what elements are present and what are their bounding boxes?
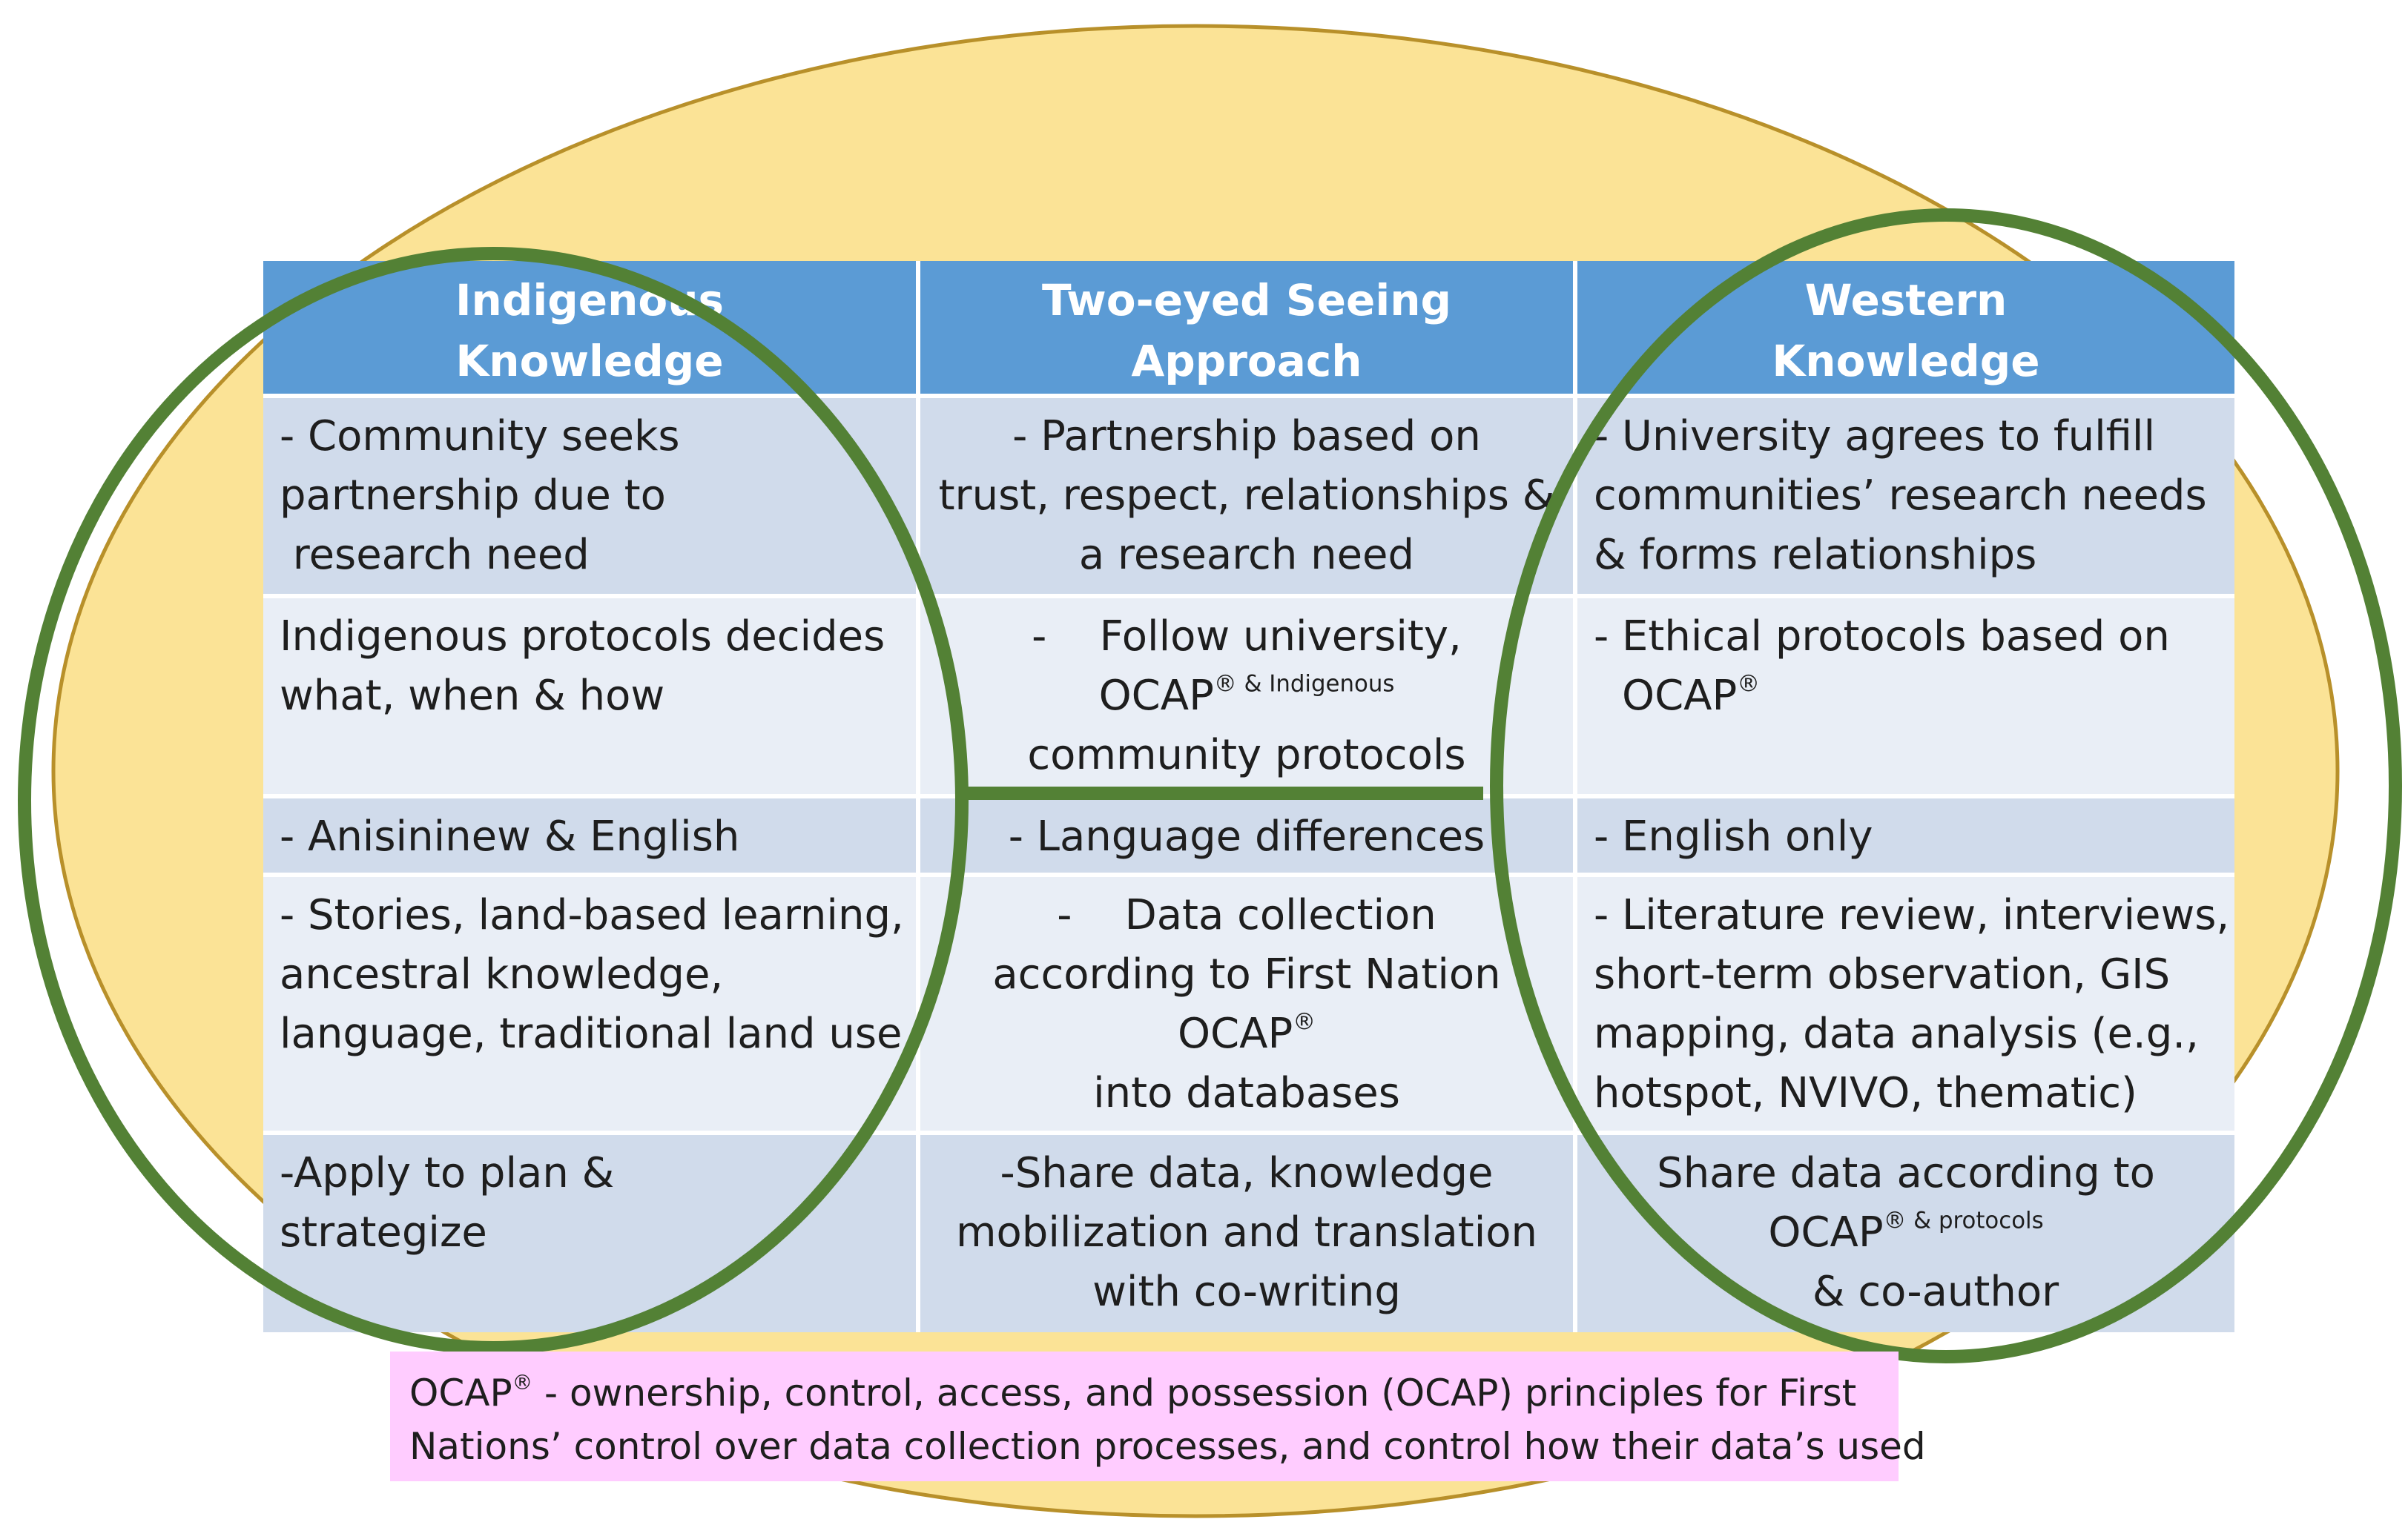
ocap-term: OCAP — [1768, 1208, 1884, 1257]
text-line: - Community seeks — [280, 412, 680, 460]
text-line: according to First Nation — [992, 950, 1501, 999]
registered-mark: ® — [1737, 670, 1761, 698]
text-line: research need — [280, 531, 590, 579]
row-5-indigenous: -Apply to plan & strategize — [263, 1135, 920, 1332]
text-line: trust, respect, relationships & — [938, 472, 1555, 520]
header-indigenous-line-2: Knowledge — [455, 336, 724, 386]
text-line: partnership due to — [280, 472, 666, 520]
footnote-text: - ownership, control, access, and posses… — [532, 1372, 1857, 1415]
text-line: - Data collection — [1057, 891, 1436, 939]
text-line: what, when & how — [280, 672, 665, 720]
text-line: language, traditional land use — [280, 1010, 903, 1058]
ocap-term: OCAP — [1622, 672, 1738, 720]
text-line: communities’ research needs — [1594, 472, 2207, 520]
footnote-line-2: Nations’ control over data collection pr… — [409, 1425, 1926, 1468]
row-4-indigenous: - Stories, land-based learning, ancestra… — [263, 877, 920, 1135]
row-1-indigenous: - Community seeks partnership due to res… — [263, 398, 920, 598]
row-3-two-eyed: - Language differences — [920, 798, 1577, 877]
row-2-two-eyed: - Follow university, OCAP® & Indigenous … — [920, 598, 1577, 798]
header-western-line-2: Knowledge — [1772, 336, 2040, 386]
text-line: ancestral knowledge, — [280, 950, 724, 999]
text-line: mapping, data analysis (e.g., — [1594, 1010, 2199, 1058]
header-indigenous-knowledge: Indigenous Knowledge — [263, 261, 920, 398]
header-indigenous-line-1: Indigenous — [455, 275, 725, 325]
header-two-eyed-seeing: Two-eyed Seeing Approach — [920, 261, 1577, 398]
row-2-indigenous: Indigenous protocols decides what, when … — [263, 598, 920, 798]
text-line: Indigenous protocols decides — [280, 612, 885, 661]
text-line: OCAP® & protocols — [1594, 1203, 2218, 1263]
text-line: short-term observation, GIS — [1594, 950, 2171, 999]
row-5-two-eyed: -Share data, knowledge mobilization and … — [920, 1135, 1577, 1332]
registered-mark: ® — [512, 1371, 533, 1395]
row-1-western: - University agrees to fulfill communiti… — [1577, 398, 2234, 598]
ocap-term: OCAP — [1098, 672, 1214, 720]
ocap-term: OCAP — [409, 1372, 512, 1415]
text-line: - Language differences — [1008, 813, 1485, 861]
header-two-eyed-line-1: Two-eyed Seeing — [1041, 275, 1452, 325]
row-1-two-eyed: - Partnership based on trust, respect, r… — [920, 398, 1577, 598]
comparison-table: Indigenous Knowledge Two-eyed Seeing App… — [263, 261, 2234, 1332]
text-line: - Follow university, — [1032, 612, 1462, 661]
header-western-line-1: Western — [1804, 275, 2008, 325]
text-line: Share data according to — [1657, 1149, 2155, 1197]
ocap-term: OCAP — [1177, 1010, 1293, 1058]
row-3-indigenous: - Anisininew & English — [263, 798, 920, 877]
text-line: - English only — [1594, 813, 1873, 861]
text-line: & forms relationships — [1594, 531, 2037, 579]
header-two-eyed-line-2: Approach — [1131, 336, 1362, 386]
text-line: mobilization and translation — [955, 1208, 1538, 1257]
footnote-line-1: OCAP® - ownership, control, access, and … — [409, 1366, 1879, 1420]
text-line: a research need — [1078, 531, 1415, 579]
text-line: - Partnership based on — [1012, 412, 1481, 460]
row-5-western: Share data according to OCAP® & protocol… — [1577, 1135, 2234, 1332]
text-line: into databases — [1093, 1069, 1400, 1117]
text-line: - Ethical protocols based on — [1594, 612, 2170, 661]
text-line: with co-writing — [1092, 1268, 1401, 1316]
ocap-footnote: OCAP® - ownership, control, access, and … — [390, 1352, 1926, 1481]
row-2-western: - Ethical protocols based on OCAP® — [1577, 598, 2234, 798]
text-line: community protocols — [1027, 731, 1466, 779]
row-4-western: - Literature review, interviews, short-t… — [1577, 877, 2234, 1135]
text-line: strategize — [280, 1208, 487, 1257]
text-line: - Stories, land-based learning, — [280, 891, 904, 939]
registered-mark: ® & Indigenous — [1213, 670, 1395, 698]
registered-mark: ® & protocols — [1883, 1207, 2044, 1234]
row-3-western: - English only — [1577, 798, 2234, 877]
registered-mark: ® — [1293, 1008, 1316, 1036]
row-4-two-eyed: - Data collection according to First Nat… — [920, 877, 1577, 1135]
text-line: -Apply to plan & — [280, 1149, 615, 1197]
text-line: - Anisininew & English — [280, 813, 740, 861]
text-line: -Share data, knowledge — [1000, 1149, 1494, 1197]
header-western-knowledge: Western Knowledge — [1577, 261, 2234, 398]
text-line: hotspot, NVIVO, thematic) — [1594, 1069, 2137, 1117]
text-line: - University agrees to fulfill — [1594, 412, 2156, 460]
text-line: OCAP® & Indigenous — [937, 666, 1557, 726]
text-line: & co-author — [1812, 1268, 2059, 1316]
text-line: - Literature review, interviews, — [1594, 891, 2230, 939]
text-line: OCAP® — [1594, 666, 2218, 726]
text-line: OCAP® — [937, 1005, 1557, 1064]
